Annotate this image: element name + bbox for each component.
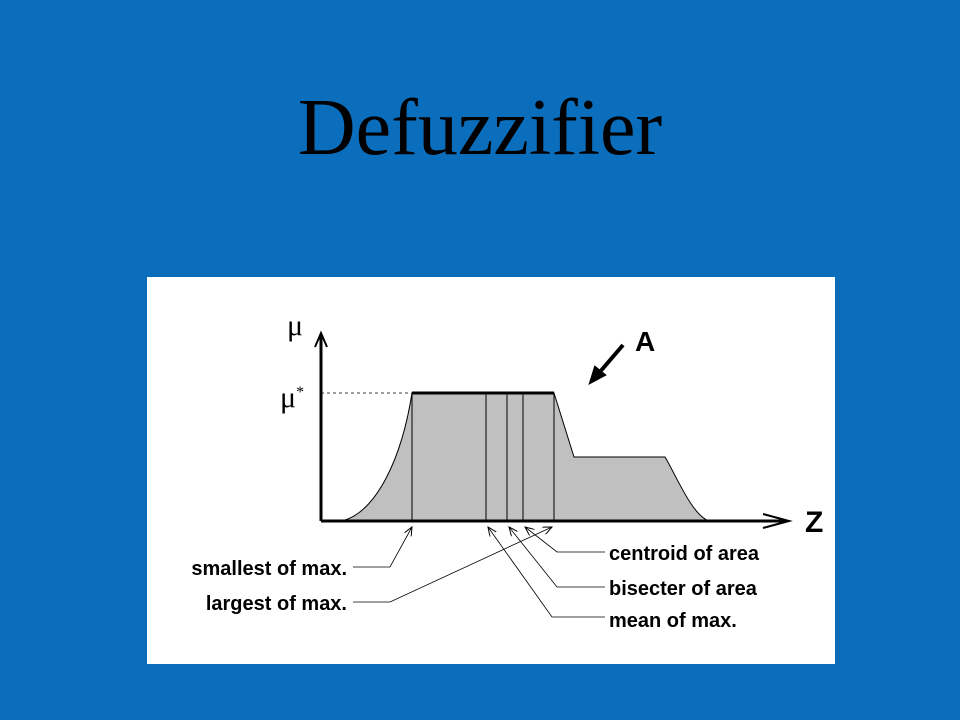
x-axis-label: Z	[805, 506, 823, 539]
mean-of-max-leader	[488, 527, 605, 618]
smallest-of-max-label: smallest of max.	[191, 558, 347, 580]
bisecter-of-area-label: bisecter of area	[609, 578, 758, 600]
fuzzy-set-label: A	[635, 326, 655, 357]
centroid-of-area-leader	[525, 527, 605, 553]
y-axis-label: μ	[287, 309, 303, 342]
max-membership-sup: *	[296, 384, 304, 401]
slide-title: Defuzzifier	[297, 84, 663, 172]
smallest-of-max-leader	[353, 527, 412, 568]
y-axis-arrowhead	[314, 330, 328, 348]
defuzzification-diagram: μ μ* Z A smallest of max. largest of max…	[147, 277, 835, 664]
mean-of-max-label: mean of max.	[609, 610, 737, 632]
diagram-canvas: μ μ* Z A smallest of max. largest of max…	[191, 309, 823, 632]
largest-of-max-label: largest of max.	[206, 593, 347, 615]
x-axis-arrowhead	[762, 513, 793, 529]
fuzzy-set-pointer-arrow	[597, 343, 625, 375]
fuzzy-set-pointer-arrowhead	[588, 365, 607, 386]
centroid-of-area-label: centroid of area	[609, 543, 760, 565]
max-membership-symbol: μ	[280, 381, 296, 414]
bisecter-of-area-leader	[509, 527, 605, 588]
largest-of-max-leader	[353, 527, 552, 603]
fuzzy-set-area	[341, 392, 710, 522]
max-membership-label: μ*	[280, 381, 304, 414]
